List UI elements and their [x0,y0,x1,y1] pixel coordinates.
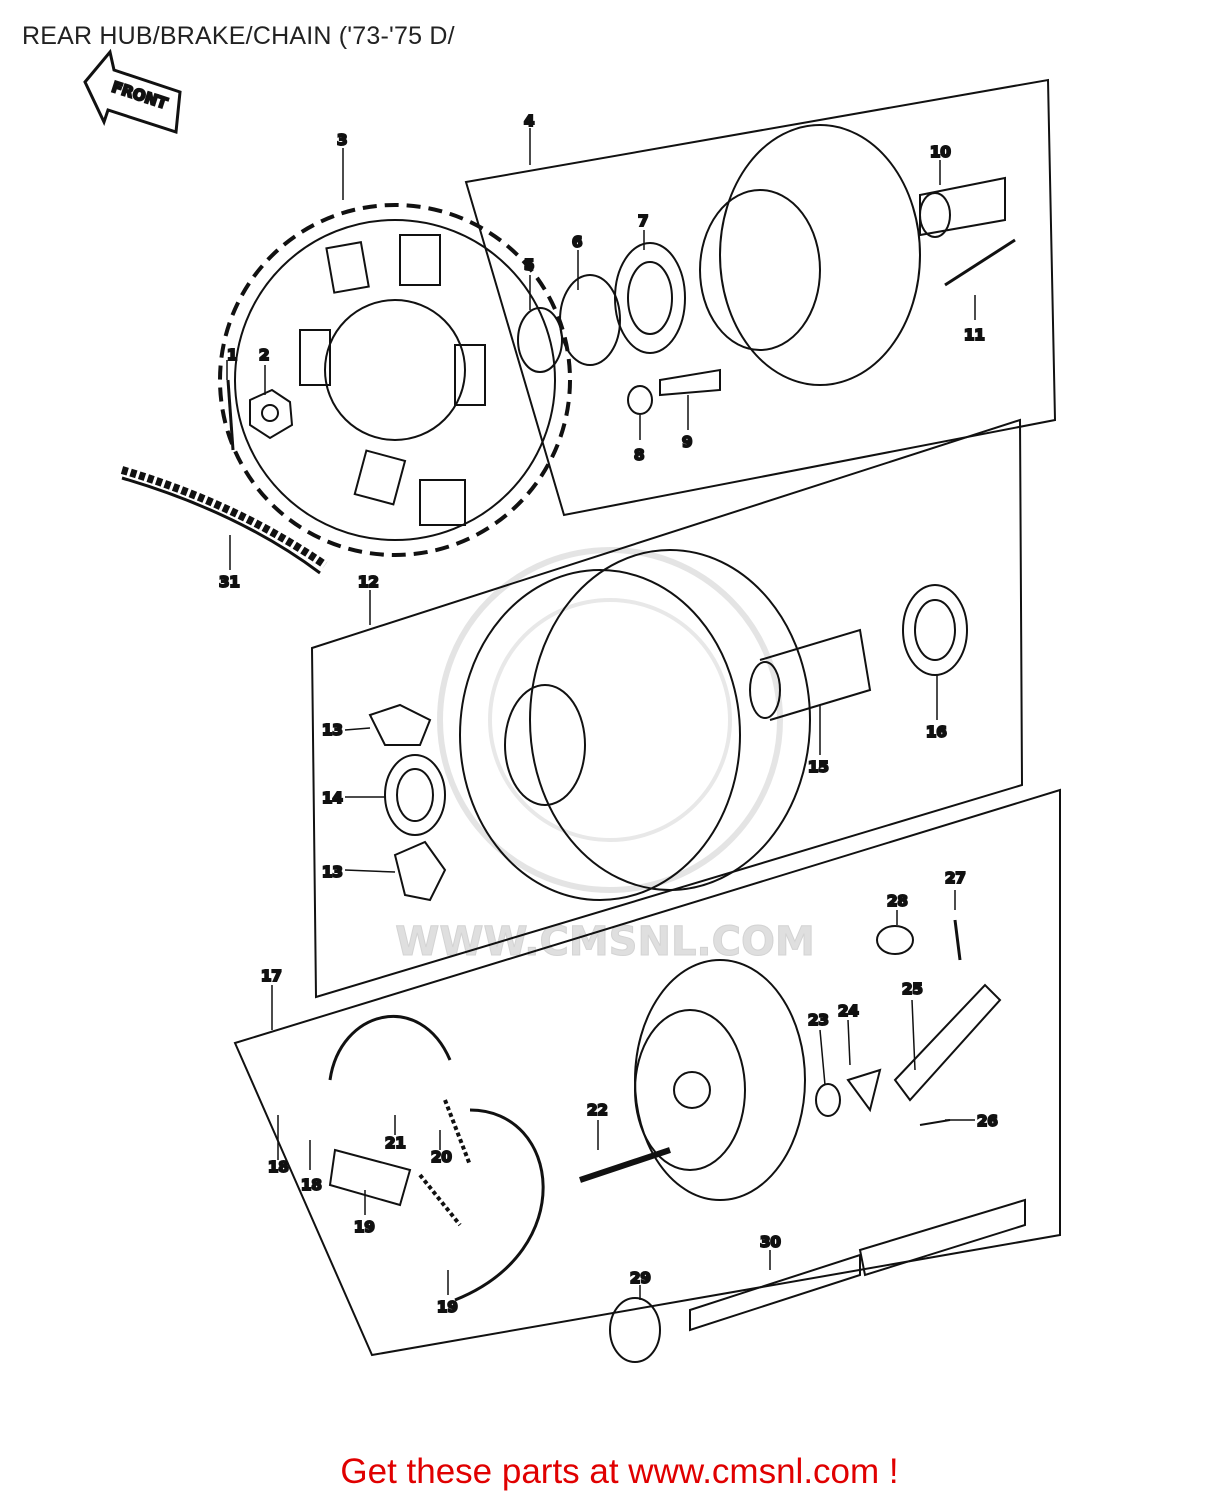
brake-panel [233,788,1061,1357]
brake-assembly [328,919,1026,1363]
callout-21: 21 [385,1134,406,1152]
watermark: WWW.CMSNL.COM [395,547,815,966]
callout-labels: 1 2 3 4 5 6 7 8 9 10 11 12 13 13 14 15 1… [218,111,999,1317]
callout-29: 29 [630,1269,651,1287]
callout-25: 25 [902,980,923,998]
callout-19a: 19 [354,1218,375,1236]
callout-14: 14 [322,789,343,807]
callout-13a: 13 [322,721,343,739]
callout-6: 6 [572,233,582,251]
callout-18b: 18 [301,1176,322,1194]
leader-lines [226,128,976,1300]
callout-8: 8 [634,446,644,464]
sprocket-nut [249,388,294,440]
callout-1: 1 [227,346,237,364]
callout-3: 3 [337,131,347,149]
callout-13b: 13 [322,863,343,881]
callout-18a: 18 [268,1158,289,1176]
callout-31: 31 [219,573,240,591]
callout-17: 17 [261,967,282,985]
callout-19b: 19 [437,1298,458,1316]
hub-panel [464,78,1057,517]
watermark-text: WWW.CMSNL.COM [395,919,815,965]
callout-20: 20 [431,1148,452,1166]
rear-sprocket [218,203,572,557]
wheel-panel [310,418,1024,999]
cotter-pin [226,379,235,451]
drive-chain [120,466,328,575]
callout-7: 7 [638,212,648,230]
callout-23: 23 [808,1011,829,1029]
callout-12: 12 [358,573,379,591]
callout-10: 10 [930,143,951,161]
callout-22: 22 [587,1101,608,1119]
callout-4: 4 [524,112,534,130]
get-parts-link[interactable]: Get these parts at www.cmsnl.com ! [340,1452,899,1491]
callout-26: 26 [977,1112,998,1130]
page-title: REAR HUB/BRAKE/CHAIN ('73-'75 D/ [22,22,455,50]
hub-assembly [517,124,1016,415]
wheel-hub [368,549,968,902]
callout-11: 11 [964,326,985,344]
callout-16: 16 [926,723,947,741]
callout-5: 5 [524,256,534,274]
callout-15: 15 [808,758,829,776]
callout-2: 2 [259,346,269,364]
callout-30: 30 [760,1233,781,1251]
front-arrow-icon: FRONT [83,48,182,134]
callout-28: 28 [887,892,908,910]
callout-24: 24 [838,1002,859,1020]
callout-27: 27 [945,869,966,887]
callout-9: 9 [682,433,692,451]
